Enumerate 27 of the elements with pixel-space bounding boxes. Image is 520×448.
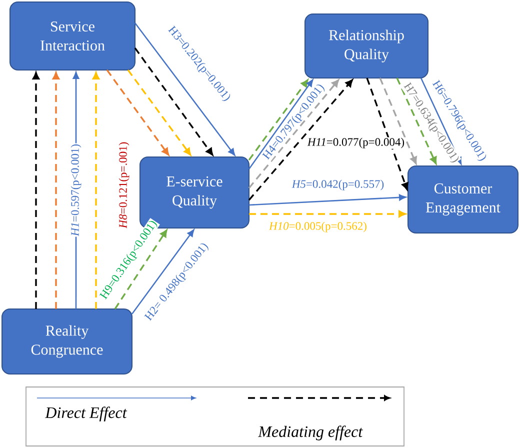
process-box: Service Interaction xyxy=(10,2,136,70)
process-box: Relationship Quality xyxy=(304,14,428,78)
arrow xyxy=(248,79,353,201)
arrow xyxy=(248,194,406,206)
process-box: Reality Congruence xyxy=(2,308,132,374)
arrow xyxy=(92,72,100,309)
arrow xyxy=(134,47,214,156)
arrow xyxy=(249,210,406,218)
process-box: Customer Engagement xyxy=(408,166,518,234)
edge-label: H1=0.597(p<0.001) xyxy=(70,143,82,237)
arrow xyxy=(106,70,170,156)
arrow xyxy=(248,79,314,170)
arrow xyxy=(366,78,408,190)
arrow xyxy=(396,78,437,164)
arrow xyxy=(114,230,168,310)
arrow xyxy=(134,22,236,156)
arrow xyxy=(127,70,192,156)
legend-text: Direct Effect xyxy=(45,406,128,422)
arrow xyxy=(379,78,417,164)
arrow xyxy=(248,79,340,189)
arrow xyxy=(52,72,60,309)
arrow xyxy=(131,229,194,314)
edge-label: H5=0.042(p=0.557) xyxy=(291,179,385,191)
edge-label: H10=0.005(p=0.562) xyxy=(268,221,368,233)
arrow xyxy=(32,72,40,309)
legend-text: Mediating effect xyxy=(258,426,363,440)
arrow xyxy=(248,80,308,160)
